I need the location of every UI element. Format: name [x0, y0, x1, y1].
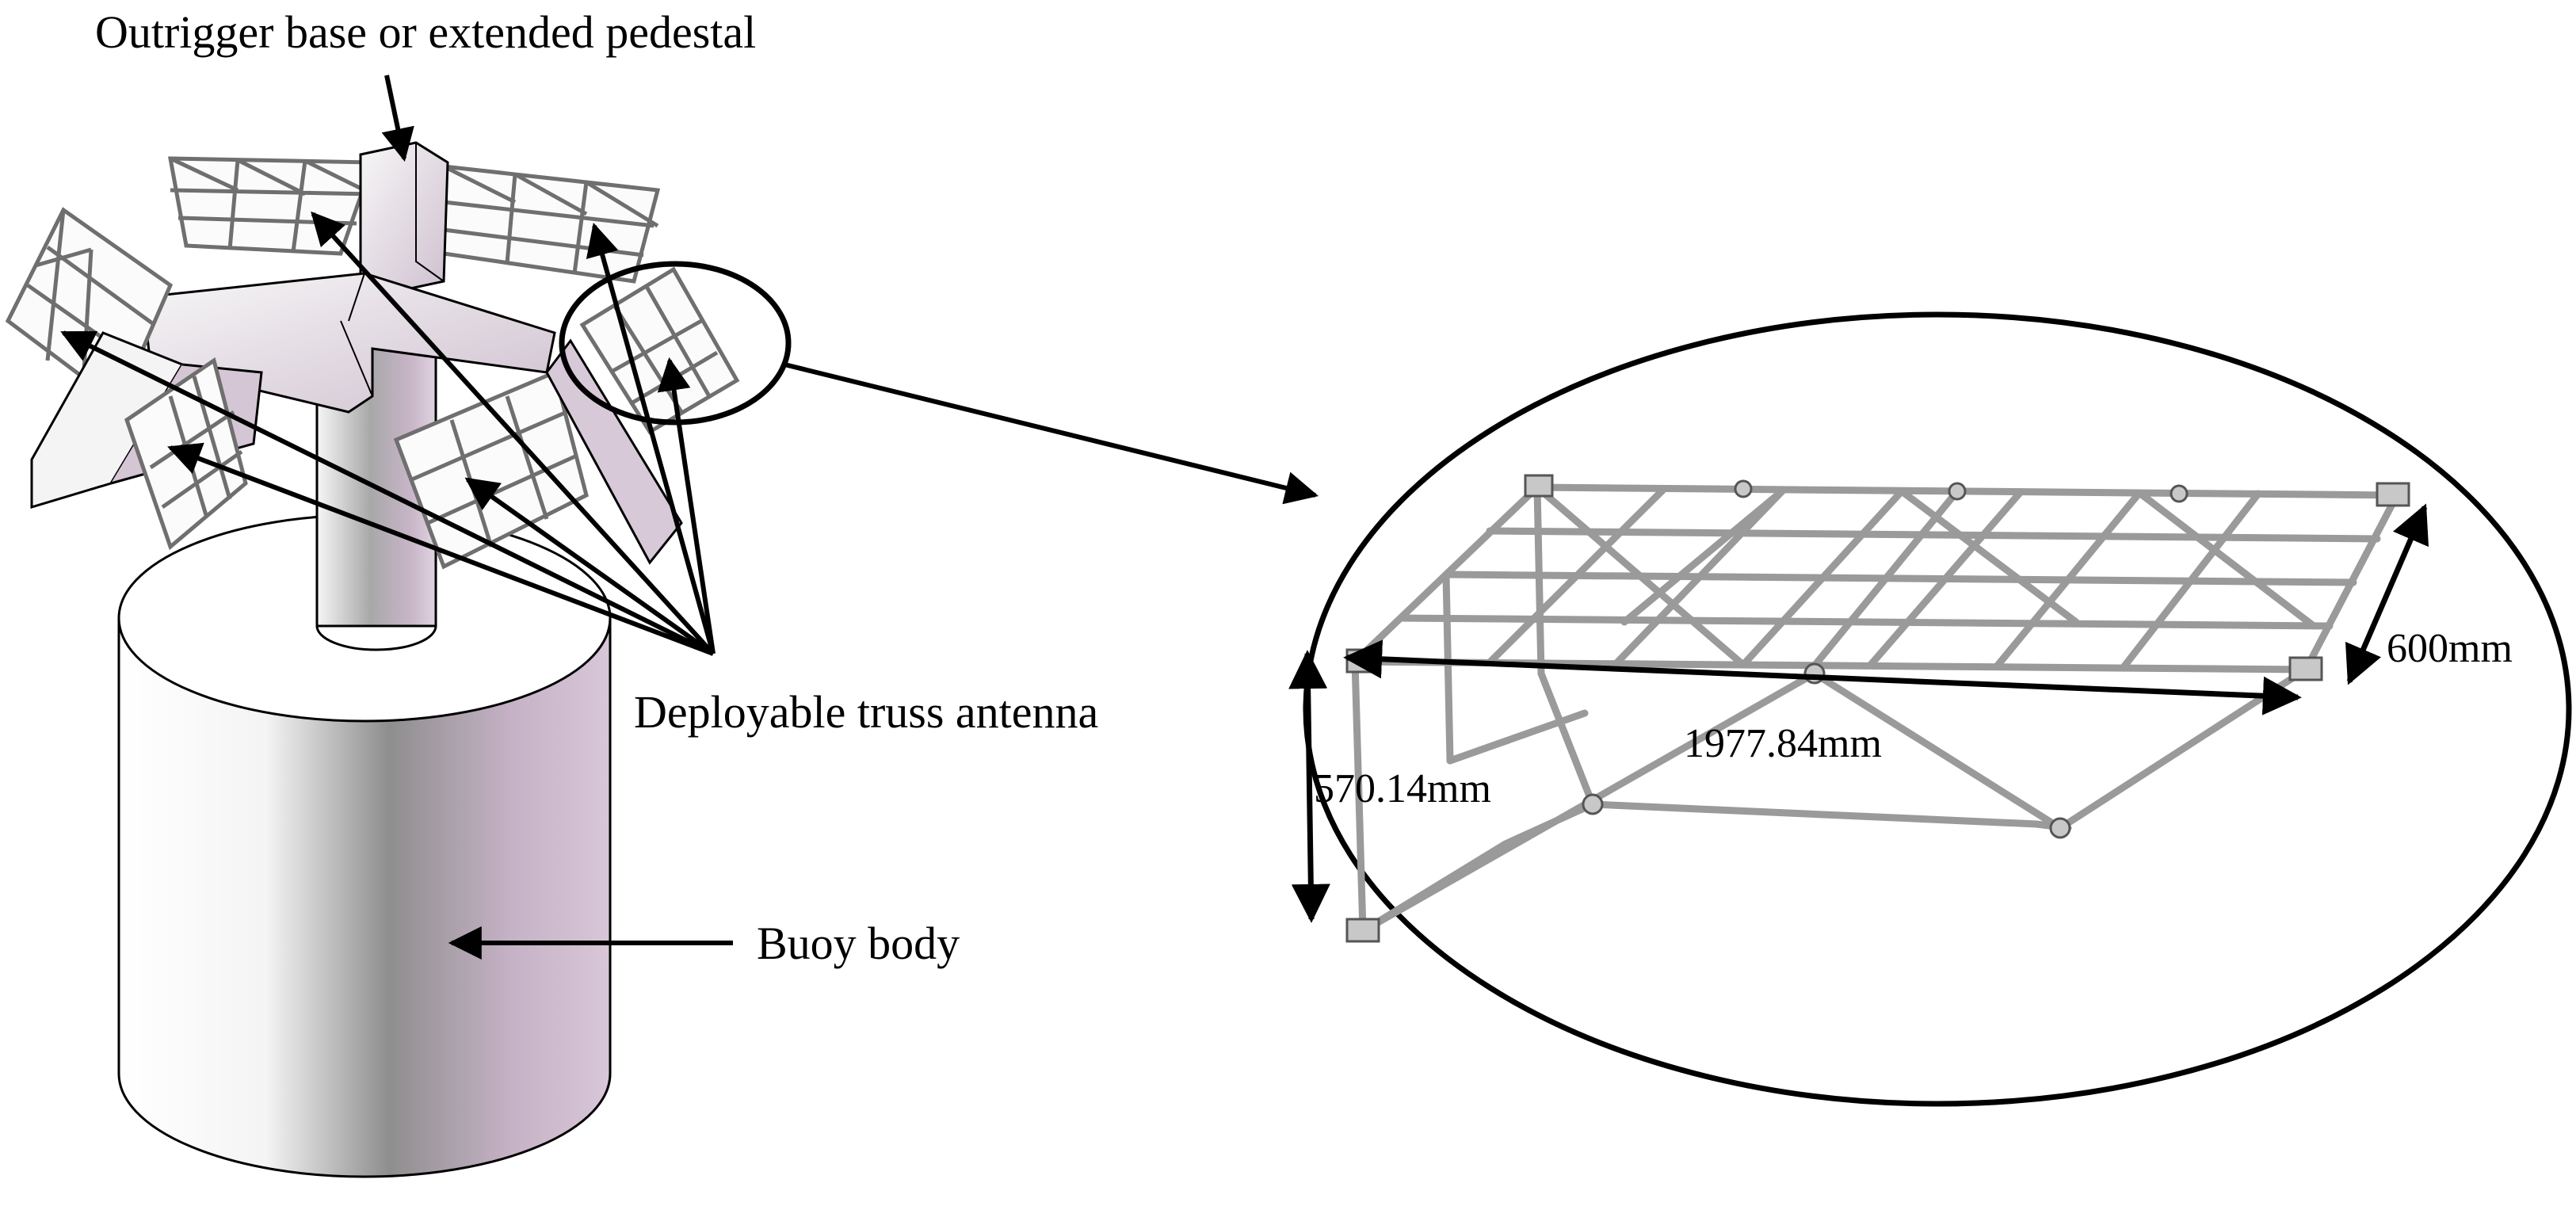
dim-height-line — [1288, 650, 1330, 923]
truss-detail — [1345, 483, 2403, 935]
outrigger-pedestal — [359, 141, 449, 295]
label-buoy: Buoy body — [757, 918, 960, 969]
dimension-lines — [1288, 503, 2429, 923]
dim-length-line — [1343, 639, 2302, 716]
label-antenna: Deployable truss antenna — [634, 686, 1098, 738]
dim-width-line — [2345, 503, 2429, 685]
dim-length-label: 1977.84mm — [1684, 721, 1882, 766]
dim-height-label: 570.14mm — [1314, 766, 1491, 811]
arrow-to-detail — [784, 362, 1319, 505]
detail-callout-small — [559, 261, 792, 426]
detail-view-frame — [1303, 311, 2572, 1107]
buoy-assembly — [5, 141, 740, 1178]
truss-panel-back-right — [441, 164, 661, 284]
arrow-outrigger — [381, 74, 414, 162]
truss-panel-back-left — [167, 156, 376, 256]
label-outrigger: Outrigger base or extended pedestal — [95, 6, 756, 58]
dim-width-label: 600mm — [2387, 626, 2513, 671]
arrows-antenna — [60, 211, 716, 656]
